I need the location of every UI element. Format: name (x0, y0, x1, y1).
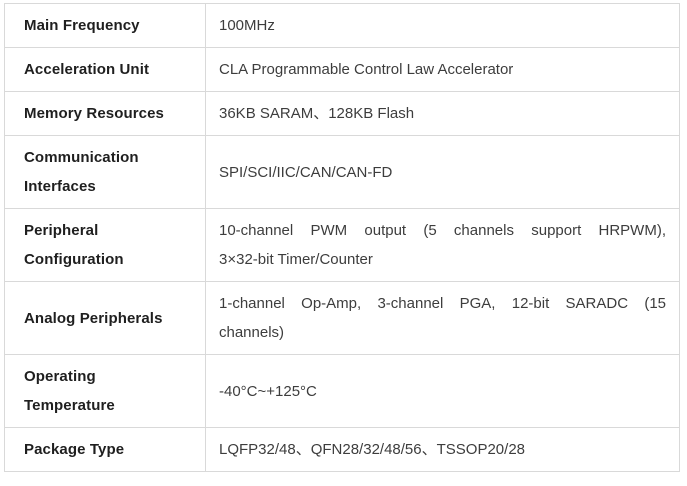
spec-label: Acceleration Unit (24, 61, 150, 78)
spec-value: channels) (219, 324, 285, 341)
spec-row-peripheral-configuration: Peripheral Configuration 10-channel PWM … (5, 208, 679, 281)
spec-row-main-frequency: Main Frequency 100MHz (5, 4, 679, 47)
spec-label-cell: Memory Resources (5, 92, 206, 135)
spec-value-cell: CLA Programmable Control Law Accelerator (206, 48, 679, 91)
spec-label: Package Type (24, 441, 125, 458)
spec-table: Main Frequency 100MHz Acceleration Unit … (4, 3, 680, 472)
spec-row-communication-interfaces: Communication Interfaces SPI/SCI/IIC/CAN… (5, 135, 679, 208)
spec-value-cell: 36KB SARAM、128KB Flash (206, 92, 679, 135)
spec-label-cell: Communication Interfaces (5, 136, 206, 208)
spec-value: 100MHz (219, 17, 275, 34)
spec-value: SPI/SCI/IIC/CAN/CAN-FD (219, 163, 393, 181)
spec-label: Analog Peripherals (24, 309, 163, 327)
spec-label-cell: Operating Temperature (5, 355, 206, 427)
spec-value: 36KB SARAM、128KB Flash (219, 105, 415, 122)
spec-label: Interfaces (24, 178, 96, 195)
spec-value-cell: 10-channel PWM output (5 channels suppor… (206, 209, 679, 281)
spec-value-cell: 100MHz (206, 4, 679, 47)
spec-row-memory-resources: Memory Resources 36KB SARAM、128KB Flash (5, 91, 679, 135)
spec-value: 3×32-bit Timer/Counter (219, 251, 373, 268)
spec-row-acceleration-unit: Acceleration Unit CLA Programmable Contr… (5, 47, 679, 91)
spec-row-operating-temperature: Operating Temperature -40°C~+125°C (5, 354, 679, 427)
spec-value: 1-channel Op-Amp, 3-channel PGA, 12-bit … (219, 295, 666, 312)
spec-label: Main Frequency (24, 17, 140, 34)
spec-value-cell: LQFP32/48、QFN28/32/48/56、TSSOP20/28 (206, 428, 679, 471)
spec-label-cell: Main Frequency (5, 4, 206, 47)
spec-row-analog-peripherals: Analog Peripherals 1-channel Op-Amp, 3-c… (5, 281, 679, 354)
spec-row-package-type: Package Type LQFP32/48、QFN28/32/48/56、TS… (5, 427, 679, 471)
spec-value-cell: SPI/SCI/IIC/CAN/CAN-FD (206, 136, 679, 208)
spec-value: 10-channel PWM output (5 channels suppor… (219, 222, 666, 239)
spec-label: Temperature (24, 397, 115, 414)
spec-label: Operating (24, 368, 96, 385)
spec-label-cell: Package Type (5, 428, 206, 471)
spec-value-cell: 1-channel Op-Amp, 3-channel PGA, 12-bit … (206, 282, 679, 354)
spec-value-cell: -40°C~+125°C (206, 355, 679, 427)
spec-value: CLA Programmable Control Law Accelerator (219, 61, 514, 78)
spec-label-cell: Peripheral Configuration (5, 209, 206, 281)
spec-value: -40°C~+125°C (219, 382, 317, 400)
spec-label: Communication (24, 149, 139, 166)
spec-label: Configuration (24, 251, 124, 268)
spec-label: Peripheral (24, 222, 99, 239)
spec-label: Memory Resources (24, 105, 164, 122)
spec-value: LQFP32/48、QFN28/32/48/56、TSSOP20/28 (219, 441, 525, 458)
spec-label-cell: Acceleration Unit (5, 48, 206, 91)
spec-label-cell: Analog Peripherals (5, 282, 206, 354)
